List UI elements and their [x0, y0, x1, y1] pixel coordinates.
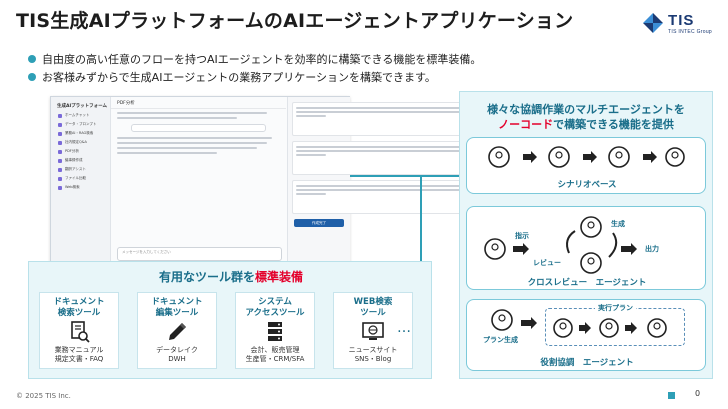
web-monitor-icon [361, 321, 385, 343]
bullet-dot-icon [28, 55, 36, 63]
role-card-label: 役割協調 エージェント [540, 358, 634, 368]
mock-sidebar: 生成AIプラットフォーム ホームチャット データ・プロンプト 業務AI・RAG検… [51, 97, 111, 270]
mock-item: ファイル比較 [58, 176, 110, 181]
cross-card-label: クロスレビュー エージェント [527, 278, 647, 288]
agent-head-icon [548, 146, 570, 168]
mock-item: Web検索 [58, 185, 110, 190]
agent-head-icon [553, 318, 573, 338]
connector-line [420, 175, 459, 177]
scenario-flow [488, 146, 685, 168]
mock-item: データ・プロンプト [58, 122, 110, 127]
mock-item: PDF分析 [58, 149, 110, 154]
cross-out-label: 出力 [645, 245, 659, 253]
bullet-2: お客様みずからで生成AIエージェントの業務アプリケーションを構築できます。 [28, 69, 436, 85]
cross-gen-label: 生成 [611, 220, 625, 228]
tools-panel: 有用なツール群を標準装備 ドキュメント検索ツール 業務マニュアル規定文書・FAQ… [28, 261, 432, 379]
tools-title: 有用なツール群を標準装備 [158, 270, 304, 284]
app-screenshot: 生成AIプラットフォーム ホームチャット データ・プロンプト 業務AI・RAG検… [50, 96, 532, 271]
tool-system-access: システムアクセスツール 会計、販売管理生産管・CRM/SFA [235, 292, 315, 369]
mock-complete-button: 作成完了 [294, 219, 344, 227]
role-exec-label: 実行プラン [595, 303, 636, 313]
cross-review-flow [484, 216, 637, 274]
connector-line [350, 175, 420, 177]
tis-logo-mark-icon [643, 12, 664, 33]
server-icon [263, 321, 287, 343]
more-tools-ellipsis: … [397, 320, 412, 336]
page-number: 0 [695, 389, 701, 398]
mock-main: PDF分析 [111, 97, 286, 270]
logo-text: TIS [668, 12, 695, 29]
logo-subtext: TIS INTEC Group [668, 29, 712, 35]
mock-right-panel: 作成完了 [287, 97, 532, 270]
copyright: © 2025 TIS Inc. [16, 392, 71, 400]
agent-head-icon [665, 147, 685, 167]
mock-input: メッセージを入力してください [117, 247, 282, 261]
cross-review-card: 指示 生成 出力 レビュー クロスレビュー エージェント [466, 206, 706, 290]
mock-tab-title: PDF分析 [111, 97, 286, 109]
agent-head-icon [580, 252, 602, 274]
agent-head-icon [484, 238, 506, 260]
mock-message-bubble [131, 124, 266, 132]
mock-item: 業務AI・RAG検索 [58, 131, 110, 136]
exec-plan-flow [553, 318, 667, 338]
agent-head-icon [488, 146, 510, 168]
agent-head-icon [491, 309, 513, 331]
page-title: TIS生成AIプラットフォームのAIエージェントアプリケーション [16, 10, 574, 32]
cross-instr-label: 指示 [515, 232, 529, 240]
arrow-icon [521, 317, 537, 329]
role-plan-label: プラン生成 [483, 336, 518, 344]
cross-review-label: レビュー [533, 259, 561, 267]
agent-head-icon [580, 216, 602, 238]
mock-sidebar-title: 生成AIプラットフォーム [57, 104, 108, 109]
bullet-dot-icon [28, 73, 36, 81]
page-marker-icon [668, 392, 675, 399]
multi-agent-title: 様々な協調作業のマルチエージェントをノーコードで構築できる機能を提供 [487, 103, 685, 131]
bullet-1: 自由度の高い任意のフローを持つAIエージェントを効率的に構築できる機能を標準装備… [28, 51, 481, 67]
tool-document-search: ドキュメント検索ツール 業務マニュアル規定文書・FAQ [39, 292, 119, 369]
mock-item: 社内規定Q&A [58, 140, 110, 145]
pencil-icon [165, 321, 189, 343]
scenario-card: シナリオベース [466, 137, 706, 194]
tis-logo: TIS TIS INTEC Group [643, 10, 712, 35]
mock-item: 翻訳アシスト [58, 167, 110, 172]
scenario-label: シナリオベース [557, 180, 617, 190]
connector-line [420, 175, 422, 261]
agent-head-icon [608, 146, 630, 168]
mock-item: ホームチャット [58, 113, 110, 118]
mock-item: 議事録作成 [58, 158, 110, 163]
role-card: プラン生成 実行プラン 役割協調 エージェント [466, 299, 706, 371]
document-search-icon [67, 321, 91, 343]
agent-head-icon [647, 318, 667, 338]
agent-head-icon [599, 318, 619, 338]
